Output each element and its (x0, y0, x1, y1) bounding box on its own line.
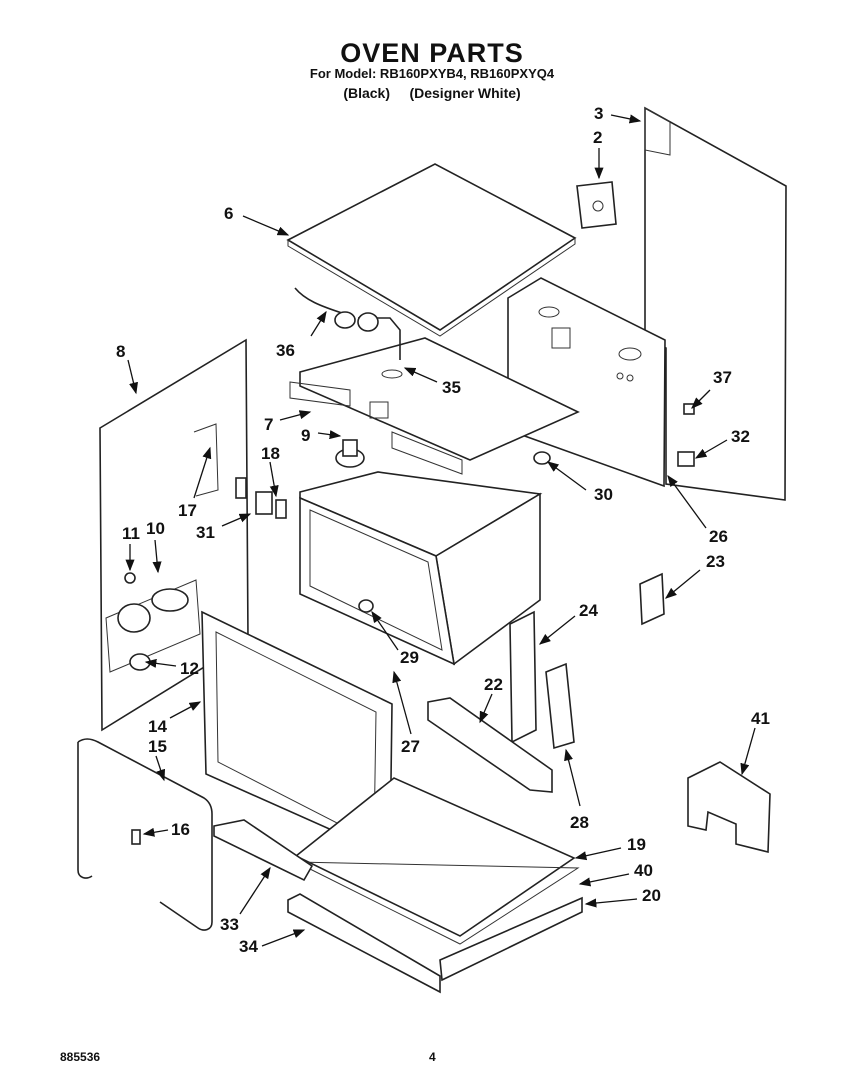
callout-leaders (125, 114, 756, 947)
part-rear-panel (644, 106, 787, 501)
variant-designer-white: (Designer White) (409, 85, 521, 101)
part-hinge-support (427, 610, 575, 793)
callout-17: 17 (178, 501, 197, 520)
callout-15: 15 (148, 737, 167, 756)
callout-35: 35 (442, 378, 461, 397)
callout-18: 18 (261, 444, 280, 463)
part-cover (687, 761, 771, 854)
callout-24: 24 (579, 601, 598, 620)
callout-41: 41 (751, 709, 770, 728)
callout-16: 16 (171, 820, 190, 839)
part-vent-duct (294, 287, 403, 379)
callout-33: 33 (220, 915, 239, 934)
part-oven-wrapper-top (289, 337, 580, 475)
callout-labels: 2 3 6 8 36 35 7 9 18 17 31 11 10 12 14 1… (116, 104, 770, 956)
part-thermostat (677, 451, 695, 467)
part-switch (235, 477, 287, 519)
callout-7: 7 (264, 415, 273, 434)
variant-black: (Black) (343, 85, 390, 101)
part-door-gasket (77, 738, 213, 931)
part-small-bracket (639, 572, 665, 626)
callout-22: 22 (484, 675, 503, 694)
model-line: For Model: RB160PXYB4, RB160PXYQ4 (309, 66, 555, 81)
part-clip (131, 829, 141, 845)
callout-31: 31 (196, 523, 215, 542)
callout-14: 14 (148, 717, 167, 736)
callout-27: 27 (401, 737, 420, 756)
part-front-trim (213, 819, 441, 994)
callout-37: 37 (713, 368, 732, 387)
callout-19: 19 (627, 835, 646, 854)
callout-28: 28 (570, 813, 589, 832)
document-number: 885536 (60, 1050, 101, 1064)
page-title: OVEN PARTS (340, 38, 524, 68)
callout-23: 23 (706, 552, 725, 571)
part-plug (533, 451, 551, 465)
callout-40: 40 (634, 861, 653, 880)
callout-20: 20 (642, 886, 661, 905)
part-fastener (683, 403, 695, 415)
variant-line: (Black) (Designer White) (0, 85, 864, 101)
part-oven-cavity (299, 471, 543, 666)
callout-12: 12 (180, 659, 199, 678)
callout-6: 6 (224, 204, 233, 223)
callout-11: 11 (122, 524, 140, 543)
callout-32: 32 (731, 427, 750, 446)
callout-9: 9 (301, 426, 310, 445)
callout-10: 10 (146, 519, 165, 538)
callout-34: 34 (239, 937, 258, 956)
part-right-side-panel (507, 277, 666, 488)
page-number: 4 (429, 1050, 436, 1064)
callout-8: 8 (116, 342, 125, 361)
callout-30: 30 (594, 485, 613, 504)
callout-3: 3 (594, 104, 603, 123)
part-top-panel (286, 163, 577, 337)
callout-36: 36 (276, 341, 295, 360)
callout-29: 29 (400, 648, 419, 667)
part-knob (335, 439, 365, 468)
part-bracket (576, 181, 617, 229)
part-bottom-panels (294, 777, 583, 982)
callout-26: 26 (709, 527, 728, 546)
callout-2: 2 (593, 128, 602, 147)
